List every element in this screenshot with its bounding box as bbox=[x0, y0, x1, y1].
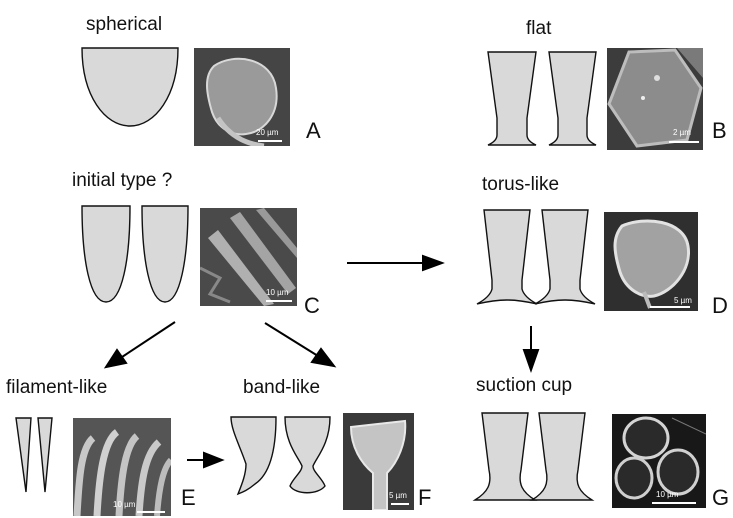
spherical-shape bbox=[82, 48, 178, 126]
scale-label-e: 10 µm bbox=[113, 500, 135, 509]
arrow-filament-to-band bbox=[187, 453, 222, 467]
panel-letter-c: C bbox=[304, 293, 320, 319]
scale-bar-a bbox=[258, 140, 282, 142]
label-band-like: band-like bbox=[243, 377, 320, 399]
scale-label-c: 10 µm bbox=[266, 288, 288, 297]
flat-shape-left bbox=[488, 52, 536, 145]
filament-shape-left bbox=[16, 418, 31, 492]
scale-label-g: 10 µm bbox=[656, 490, 678, 499]
initial-shape-left bbox=[82, 206, 130, 302]
sem-image-g: 10 µm bbox=[612, 414, 706, 508]
label-torus-like: torus-like bbox=[482, 174, 559, 196]
initial-shape-right bbox=[142, 206, 188, 302]
band-shape-right bbox=[285, 417, 330, 493]
sem-image-d: 5 µm bbox=[604, 212, 698, 311]
label-filament-like: filament-like bbox=[6, 377, 107, 399]
sem-image-e: 10 µm bbox=[73, 418, 171, 516]
band-shape-left bbox=[231, 417, 276, 494]
panel-letter-a: A bbox=[306, 118, 321, 144]
suction-shape-right bbox=[532, 413, 592, 500]
sem-image-a: 20 µm bbox=[194, 48, 290, 146]
scale-label-b: 2 µm bbox=[673, 128, 691, 137]
sem-image-c: 10 µm bbox=[200, 208, 297, 306]
scale-bar-c bbox=[266, 300, 292, 302]
label-suction-cup: suction cup bbox=[476, 375, 572, 397]
label-initial-type: initial type ? bbox=[72, 170, 172, 192]
torus-shape-left bbox=[477, 210, 537, 304]
filament-shape-right bbox=[38, 418, 52, 492]
arrow-torus-to-suction bbox=[524, 326, 538, 370]
flat-shape-right bbox=[549, 52, 596, 145]
scale-label-d: 5 µm bbox=[674, 296, 692, 305]
scale-bar-d bbox=[650, 306, 690, 308]
arrow-initial-to-band bbox=[265, 323, 334, 366]
panel-letter-g: G bbox=[712, 485, 729, 511]
scale-label-a: 20 µm bbox=[256, 128, 278, 137]
scale-bar-f bbox=[391, 503, 409, 505]
sem-image-b: 2 µm bbox=[607, 48, 703, 150]
scale-label-f: 5 µm bbox=[389, 491, 407, 500]
arrow-initial-to-filament bbox=[106, 322, 175, 367]
panel-letter-b: B bbox=[712, 118, 727, 144]
suction-shape-left bbox=[475, 413, 535, 500]
arrow-initial-to-torus bbox=[347, 256, 442, 270]
panel-letter-d: D bbox=[712, 293, 728, 319]
scale-bar-b bbox=[669, 141, 699, 143]
scale-bar-g bbox=[652, 502, 696, 504]
scale-bar-e bbox=[137, 511, 165, 513]
sem-image-f: 5 µm bbox=[343, 413, 414, 510]
torus-shape-right bbox=[535, 210, 595, 304]
label-flat: flat bbox=[526, 18, 551, 40]
panel-letter-e: E bbox=[181, 485, 196, 511]
panel-letter-f: F bbox=[418, 485, 431, 511]
label-spherical: spherical bbox=[86, 14, 162, 36]
